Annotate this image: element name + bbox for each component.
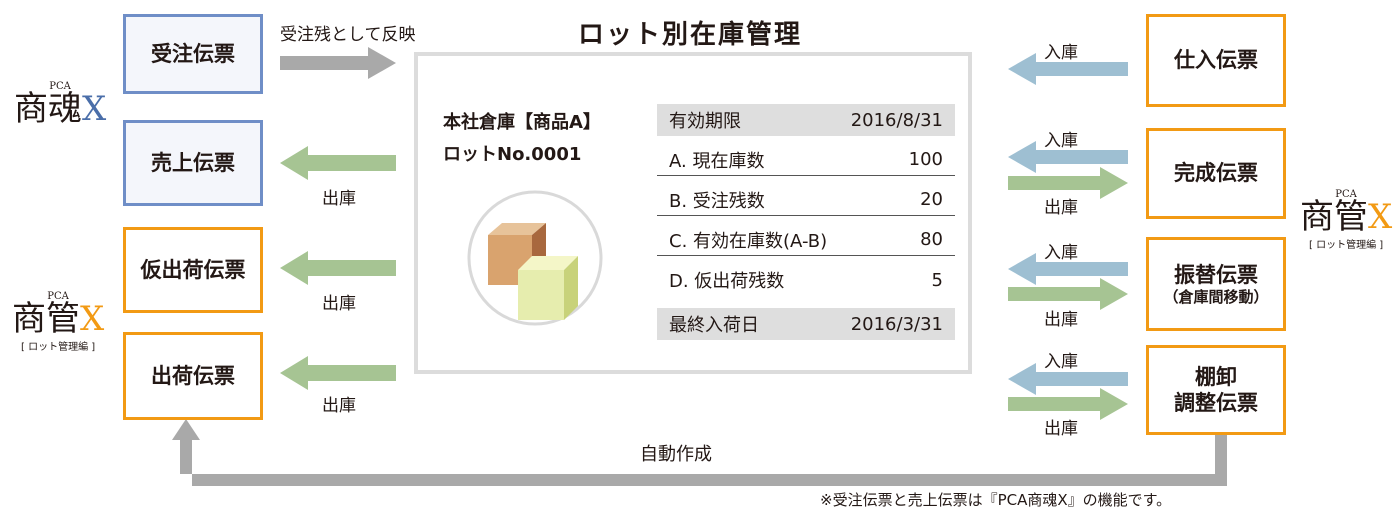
- warehouse-line2: ロットNo.0001: [443, 144, 582, 165]
- transfer-slip-label: 振替伝票: [1174, 262, 1258, 287]
- shokan-right-edition: [ ロット管理編 ]: [1309, 240, 1384, 251]
- out-label-shipment: 出庫: [322, 396, 356, 416]
- provisional-slip-label: 仮出荷伝票: [140, 257, 246, 282]
- out-label-inventory: 出庫: [1044, 419, 1078, 439]
- in-label-purchase: 入庫: [1044, 43, 1078, 63]
- in-arrow-inventory: [1008, 363, 1128, 395]
- order-reflect-label: 受注残として反映: [280, 25, 416, 45]
- order-slip-box: 受注伝票: [123, 14, 263, 94]
- shokan-x-logo-right: PCA 商管X [ ロット管理編 ]: [1300, 189, 1393, 252]
- transfer-slip-sublabel: （倉庫間移動）: [1163, 287, 1269, 306]
- shokan-left-edition: [ ロット管理編 ]: [21, 342, 96, 353]
- order-backlog-value: 20: [920, 189, 943, 210]
- in-label-inventory: 入庫: [1044, 352, 1078, 372]
- table-row-current-stock: A. 現在庫数 100: [657, 144, 955, 176]
- shokan-left-pca-mark: PCA: [47, 291, 69, 302]
- expiry-value: 2016/8/31: [850, 109, 943, 131]
- available-stock-label: C. 有効在庫数(A-B): [669, 230, 828, 252]
- current-stock-value: 100: [908, 149, 943, 170]
- in-arrow-purchase: [1008, 53, 1128, 85]
- order-reflect-arrow: [280, 47, 396, 79]
- shokon-x-logo: PCA 商魂X: [14, 81, 107, 129]
- transfer-slip-box: 振替伝票 （倉庫間移動）: [1146, 237, 1286, 331]
- completion-slip-label: 完成伝票: [1174, 161, 1258, 186]
- shokon-x-name: 商魂X: [14, 89, 107, 129]
- shokan-right-pca-mark: PCA: [1335, 189, 1357, 200]
- completion-slip-box: 完成伝票: [1146, 128, 1286, 219]
- shokon-pca-mark: PCA: [49, 81, 71, 92]
- in-label-transfer: 入庫: [1044, 243, 1078, 263]
- inventory-slip-label-line1: 棚卸: [1195, 364, 1237, 389]
- provisional-backlog-value: 5: [931, 269, 943, 291]
- out-arrow-provisional: [280, 251, 396, 285]
- auto-create-arrow: [179, 421, 1227, 486]
- table-row-order-backlog: B. 受注残数 20: [657, 184, 955, 216]
- table-row-expiry: 有効期限 2016/8/31: [657, 104, 955, 136]
- out-arrow-transfer: [1008, 278, 1128, 310]
- footnote: ※受注伝票と売上伝票は『PCA商魂X』の機能です。: [820, 491, 1172, 509]
- out-arrow-inventory: [1008, 388, 1128, 420]
- out-label-sales: 出庫: [322, 189, 356, 209]
- purchase-slip-box: 仕入伝票: [1146, 14, 1286, 107]
- auto-create-arrowhead: [172, 419, 200, 440]
- in-label-completion: 入庫: [1044, 131, 1078, 151]
- out-arrow-sales: [280, 146, 396, 180]
- inventory-slip-box: 棚卸 調整伝票: [1146, 345, 1286, 435]
- provisional-slip-box: 仮出荷伝票: [123, 227, 263, 313]
- out-arrow-completion: [1008, 167, 1128, 199]
- warehouse-line1: 本社倉庫【商品A】: [443, 112, 601, 133]
- in-arrow-completion: [1008, 141, 1128, 173]
- table-row-provisional-backlog: D. 仮出荷残数 5: [657, 264, 955, 296]
- out-label-transfer: 出庫: [1044, 310, 1078, 330]
- provisional-backlog-label: D. 仮出荷残数: [669, 271, 785, 292]
- shokan-right-name: 商管X: [1300, 197, 1393, 237]
- order-backlog-label: B. 受注残数: [669, 190, 765, 212]
- available-stock-value: 80: [920, 229, 943, 250]
- purchase-slip-label: 仕入伝票: [1174, 48, 1258, 73]
- table-row-available-stock: C. 有効在庫数(A-B) 80: [657, 224, 955, 256]
- shokan-x-logo-left: PCA 商管X [ ロット管理編 ]: [12, 291, 105, 354]
- expiry-label: 有効期限: [669, 111, 741, 132]
- out-label-provisional: 出庫: [322, 294, 356, 314]
- diagram-title: ロット別在庫管理: [578, 20, 803, 50]
- last-arrival-value: 2016/3/31: [850, 313, 943, 335]
- in-arrow-transfer: [1008, 253, 1128, 285]
- inventory-slip-label-line2: 調整伝票: [1174, 391, 1258, 415]
- last-arrival-label: 最終入荷日: [669, 315, 759, 336]
- out-arrow-shipment: [280, 356, 396, 390]
- auto-create-label: 自動作成: [640, 444, 712, 465]
- shokan-left-name: 商管X: [12, 299, 105, 339]
- shipment-slip-box: 出荷伝票: [123, 332, 263, 420]
- product-boxes-icon: [467, 190, 603, 326]
- sales-slip-label: 売上伝票: [151, 150, 235, 175]
- sales-slip-box: 売上伝票: [123, 120, 263, 206]
- out-label-completion: 出庫: [1044, 198, 1078, 218]
- table-row-last-arrival: 最終入荷日 2016/3/31: [657, 308, 955, 340]
- current-stock-label: A. 現在庫数: [669, 150, 765, 172]
- order-slip-label: 受注伝票: [151, 41, 235, 66]
- shipment-slip-label: 出荷伝票: [151, 363, 235, 388]
